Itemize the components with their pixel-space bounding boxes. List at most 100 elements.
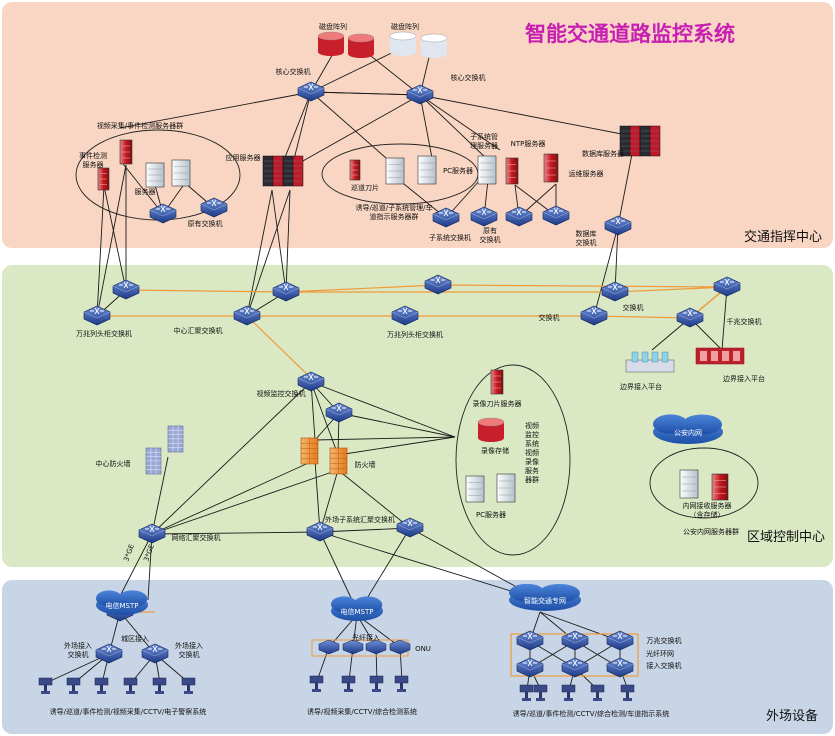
switch-r5 — [561, 657, 589, 678]
label-pc_server_mid: PC服务器 — [476, 510, 506, 519]
border-platform-1 — [625, 351, 675, 373]
switch-r4 — [516, 657, 544, 678]
server-1 — [145, 162, 165, 188]
cloud-telecom-mstp-2-label: 电信MSTP — [341, 607, 374, 616]
label-fiber_access: 光纤接入 — [352, 633, 380, 642]
link-line — [271, 189, 287, 293]
event-detect-server — [97, 167, 110, 191]
camera-4 — [123, 677, 138, 694]
cloud-telecom-mstp-2: 电信MSTP — [331, 596, 383, 621]
label-caption_3: 诱导/巡道/事件检测/CCTV/综合检测/车道指示系统 — [513, 709, 670, 718]
link-line — [338, 412, 456, 438]
label-center_fw: 中心防火墙 — [96, 459, 131, 468]
cloud-telecom-mstp-1-label: 电信MSTP — [106, 601, 139, 610]
label-caption_2: 诱导/视频采集/CCTV/综合检测系统 — [307, 707, 417, 716]
link-line — [365, 527, 411, 601]
switch-vsw2 — [325, 402, 353, 423]
firewall-1 — [300, 437, 319, 465]
cloud-police-net: 公安内网 — [653, 414, 723, 444]
trunk-link-line — [593, 315, 691, 319]
label-existing_switch_2: 原有交换机 — [480, 226, 501, 244]
link-line — [119, 159, 164, 215]
switch-db_sw — [604, 215, 632, 236]
switch-sub2 — [470, 206, 498, 227]
link-line — [319, 531, 541, 601]
border-platform-2 — [695, 347, 745, 365]
link-line — [117, 533, 153, 601]
zone-label-field: 外场设备 — [766, 708, 818, 724]
camera-8 — [341, 675, 356, 692]
camera-2 — [66, 677, 81, 694]
link-line — [614, 225, 619, 293]
camera-9 — [369, 675, 384, 692]
cloud-its-net-label: 智能交通专网 — [524, 596, 566, 605]
app-server-rack-2 — [282, 155, 304, 187]
camera-1 — [38, 677, 53, 694]
subsys-server — [477, 155, 497, 185]
onu-device — [342, 639, 364, 655]
disk-white-2 — [420, 33, 448, 58]
diagram-labels: 智能交通道路监控系统交通指挥中心区域控制中心外场设备磁盘阵列磁盘阵列核心交换机核… — [50, 22, 825, 724]
camera-12 — [533, 684, 548, 701]
label-pc_server_top: PC服务器 — [443, 166, 473, 175]
link-line — [151, 459, 316, 535]
label-inner_server: 内网接收服务器（含存储） — [683, 501, 732, 519]
video-record-ellipse — [455, 364, 571, 556]
label-app_server: 应用服务器 — [226, 153, 261, 162]
cloud-its-net: 智能交通专网 — [509, 583, 581, 611]
link-line — [151, 381, 312, 535]
link-line — [310, 381, 456, 438]
inner-server-2 — [711, 473, 729, 501]
switch-vmon — [297, 371, 325, 392]
pc-server-1 — [385, 157, 405, 185]
switch-sub1 — [432, 207, 460, 228]
ops-server — [543, 153, 559, 183]
link-line — [96, 164, 127, 317]
video-collect-server — [119, 139, 133, 165]
pc-server-2 — [417, 155, 437, 185]
link-line — [314, 459, 321, 533]
page-title: 智能交通道路监控系统 — [525, 22, 735, 46]
label-subsys_switch: 子系统交换机 — [429, 233, 471, 242]
label-video_switch: 视频监控交换机 — [257, 389, 306, 398]
switch-sw_b — [601, 281, 629, 302]
zone-label-regional: 区域控制中心 — [747, 530, 825, 545]
center-firewall-2 — [145, 447, 162, 475]
pc-server-3 — [465, 475, 485, 503]
label-switch_a: 交换机 — [539, 313, 560, 322]
label-subsys_server: 子系统管理服务器 — [470, 132, 498, 150]
camera-5 — [152, 677, 167, 694]
label-access_switch: 接入交换机 — [647, 661, 682, 670]
link-line — [246, 189, 273, 317]
pc-server-4 — [496, 473, 516, 503]
label-record_blade: 录像刀片服务器 — [473, 399, 522, 408]
link-line — [151, 469, 339, 535]
switch-g1 — [83, 305, 111, 326]
switch-r1 — [516, 630, 544, 651]
switch-sw_a — [580, 305, 608, 326]
camera-3 — [94, 677, 109, 694]
switch-core1 — [297, 81, 325, 102]
link-line — [617, 153, 633, 227]
switch-g2 — [112, 279, 140, 300]
trunk-link-line — [125, 289, 287, 293]
switch-fagg1 — [306, 521, 334, 542]
link-line — [96, 185, 105, 317]
label-police_group: 公安内网服务器群 — [683, 527, 739, 536]
link-line — [319, 469, 339, 533]
link-line — [419, 94, 501, 151]
ntp-server — [505, 157, 519, 185]
label-net_agg: 网络汇聚交换机 — [172, 533, 221, 542]
switch-c3 — [424, 274, 452, 295]
link-line — [593, 225, 619, 317]
switch-sw_left2 — [200, 197, 228, 218]
label-record_storage: 录像存储 — [481, 446, 509, 455]
camera-14 — [590, 684, 605, 701]
label-gigabit_left: 万兆列头柜交换机 — [76, 329, 132, 338]
trunk-link-line — [614, 286, 728, 293]
link-line — [319, 531, 353, 601]
camera-15 — [620, 684, 635, 701]
switch-fa1 — [95, 643, 123, 664]
